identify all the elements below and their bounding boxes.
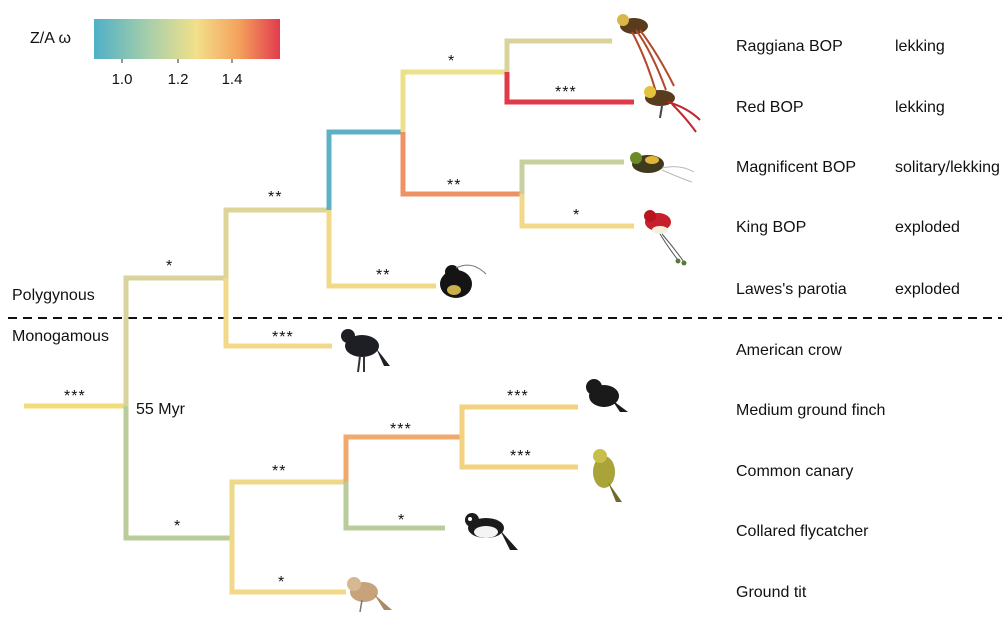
significance-stars: **: [268, 189, 282, 207]
mating-system-label: exploded: [895, 219, 960, 237]
species-label: Magnificent BOP: [736, 159, 856, 177]
canary-bird-icon: [593, 449, 622, 502]
branch-passeroid-clade: [232, 482, 346, 538]
raggiana-bird-icon: [617, 14, 674, 92]
significance-stars: ***: [510, 448, 532, 466]
mating-system-label: solitary/lekking: [895, 159, 1000, 177]
magnificent-bird-icon: [630, 152, 694, 182]
finch-bird-icon: [586, 379, 628, 412]
species-label: Collared flycatcher: [736, 523, 869, 541]
parotia-bird-icon: [440, 265, 486, 298]
tit-bird-icon: [347, 577, 392, 612]
branch-raggiana: [507, 41, 612, 72]
species-label: Lawes's parotia: [736, 281, 847, 299]
legend-tick-label: 1.0: [112, 71, 133, 88]
significance-stars: *: [448, 53, 455, 71]
significance-stars: *: [278, 574, 285, 592]
species-label: Medium ground finch: [736, 402, 885, 420]
significance-stars: *: [573, 207, 580, 225]
tree-branches: [24, 41, 634, 592]
mating-system-label: lekking: [895, 99, 945, 117]
legend-color-bar: [94, 19, 280, 59]
branch-magnificent: [522, 162, 624, 194]
red-bop-bird-icon: [644, 86, 700, 132]
species-label: King BOP: [736, 219, 806, 237]
mating-system-label: exploded: [895, 281, 960, 299]
flycatcher-bird-icon: [465, 513, 518, 550]
significance-stars: ***: [64, 388, 86, 406]
branch-finch-canary: [346, 437, 462, 482]
mating-system-label: lekking: [895, 38, 945, 56]
branch-polygynous-stem: [126, 278, 226, 406]
species-label: Common canary: [736, 463, 853, 481]
significance-stars: **: [447, 177, 461, 195]
significance-stars: ***: [507, 388, 529, 406]
branch-corvid-clade: [226, 210, 329, 278]
crow-bird-icon: [341, 329, 390, 372]
branch-flycatcher: [346, 482, 445, 528]
branch-bop-clade: [329, 132, 403, 210]
significance-stars: **: [376, 267, 390, 285]
significance-stars: ***: [390, 421, 412, 439]
branch-finch: [462, 407, 578, 437]
species-label: Ground tit: [736, 584, 806, 602]
legend-tick-label: 1.2: [168, 71, 189, 88]
king-bird-icon: [644, 210, 687, 266]
legend-tick-label: 1.4: [222, 71, 243, 88]
branch-paradisaea: [403, 72, 507, 132]
group-label-monogamous: Monogamous: [12, 328, 109, 346]
divergence-time-label: 55 Myr: [136, 401, 185, 419]
significance-stars: **: [272, 463, 286, 481]
branch-magnificent-king: [403, 132, 522, 194]
significance-stars: ***: [272, 329, 294, 347]
species-label: Raggiana BOP: [736, 38, 843, 56]
significance-stars: ***: [555, 84, 577, 102]
species-label: Red BOP: [736, 99, 804, 117]
legend-title: Z/A ω: [30, 30, 71, 48]
significance-stars: *: [174, 518, 181, 536]
significance-stars: *: [398, 512, 405, 530]
branch-ground-tit: [232, 538, 346, 592]
group-label-polygynous: Polygynous: [12, 287, 95, 305]
significance-stars: *: [166, 258, 173, 276]
species-label: American crow: [736, 342, 842, 360]
